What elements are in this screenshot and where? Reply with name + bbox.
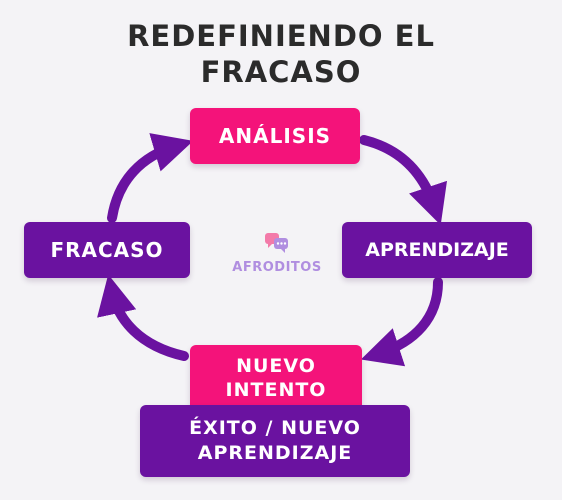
logo-text: AFRODITOS — [232, 260, 322, 275]
node-nuevo-intento-line-2: INTENTO — [225, 379, 327, 401]
node-exito-line-2: APRENDIZAJE — [197, 442, 353, 464]
node-nuevo-intento: NUEVO INTENTO — [190, 345, 362, 411]
node-nuevo-intento-line-1: NUEVO — [236, 355, 316, 377]
node-fracaso: FRACASO — [24, 222, 190, 278]
title-line-2: FRACASO — [200, 55, 362, 89]
title-line-1: REDEFINIENDO EL — [127, 19, 435, 53]
diagram-title: REDEFINIENDO EL FRACASO — [0, 18, 562, 90]
arrow-intento-to-fracaso — [97, 274, 189, 361]
node-aprendizaje: APRENDIZAJE — [342, 222, 532, 278]
arrow-aprendizaje-to-intento — [360, 277, 443, 367]
node-analisis-label: ANÁLISIS — [218, 124, 332, 148]
node-aprendizaje-label: APRENDIZAJE — [365, 239, 509, 261]
arrow-fracaso-to-analisis — [107, 133, 194, 223]
node-exito-nuevo-aprendizaje: ÉXITO / NUEVO APRENDIZAJE — [140, 405, 410, 477]
arrow-analisis-to-aprendizaje — [359, 135, 448, 226]
node-fracaso-label: FRACASO — [50, 238, 164, 262]
node-analisis: ANÁLISIS — [190, 108, 360, 164]
chat-bubbles-icon — [265, 233, 288, 253]
afroditos-logo: AFRODITOS — [222, 232, 332, 275]
node-exito-line-1: ÉXITO / NUEVO — [189, 417, 361, 439]
